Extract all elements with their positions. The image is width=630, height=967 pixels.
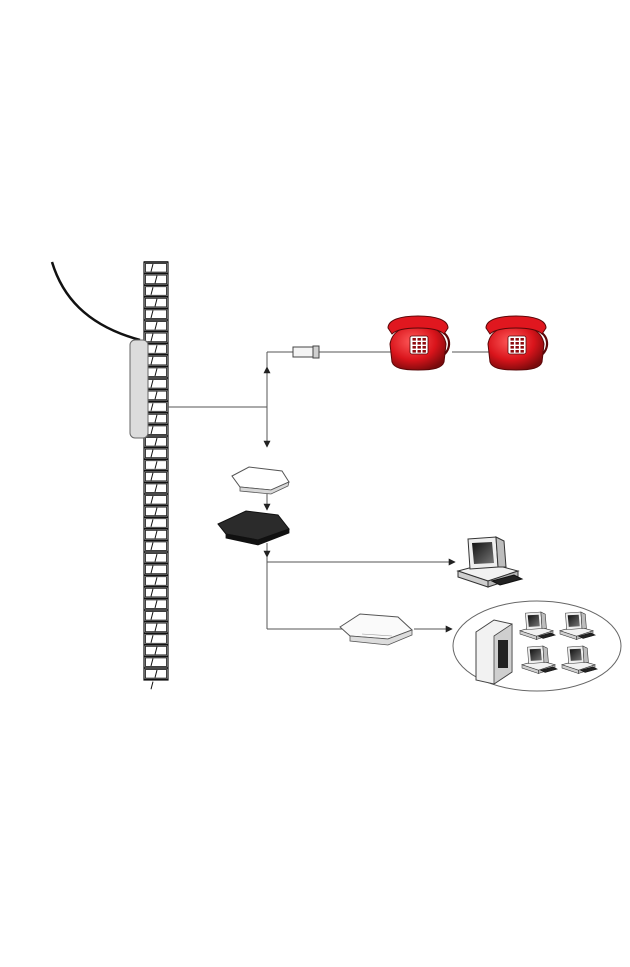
network-switch-icon xyxy=(340,614,412,645)
adsl-modem-icon xyxy=(218,511,289,545)
telephone-line-cable-icon xyxy=(52,262,140,340)
line-filter-icon xyxy=(293,346,319,358)
brick-wall-icon xyxy=(144,262,168,689)
connection-lines xyxy=(168,352,500,629)
wall-jack-icon xyxy=(130,340,148,438)
splitter-icon xyxy=(232,467,289,494)
telephone-icon xyxy=(486,316,547,370)
telephone-icon xyxy=(388,316,449,370)
lan-cluster-icon xyxy=(453,601,621,691)
desktop-computer-icon xyxy=(458,537,522,587)
server-tower-icon xyxy=(476,620,512,684)
